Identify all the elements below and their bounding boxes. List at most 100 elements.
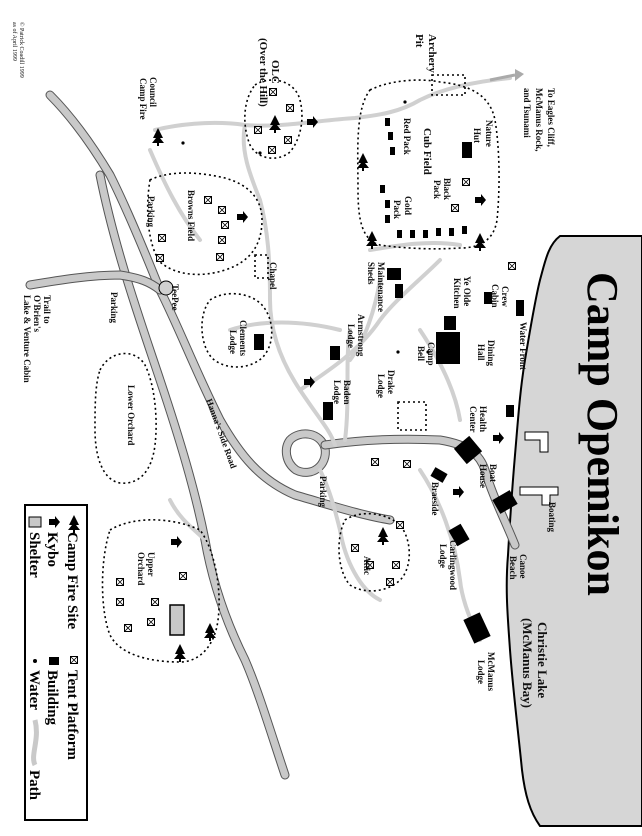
- tent-platform-icon: [151, 598, 159, 606]
- legend-path-icon: [31, 719, 39, 767]
- label-cabin: Cabin: [490, 284, 500, 308]
- kybo-icon: [307, 116, 318, 128]
- label-browns-field: Browns Field: [186, 190, 196, 241]
- water-front-building: [516, 300, 524, 316]
- hannas-side-road: [96, 171, 289, 779]
- tent-platform-icon: [392, 561, 400, 569]
- cabin: [388, 132, 393, 140]
- tent-platform-icon: [116, 578, 124, 586]
- tent-platform-icon: [156, 254, 164, 262]
- boat-house: [492, 490, 518, 514]
- tent-platform-icon: [218, 206, 226, 214]
- teepee: [158, 280, 174, 296]
- olc-area: [244, 79, 303, 159]
- kybo-icon: [171, 536, 182, 548]
- mcmanus-lodge: [463, 612, 491, 644]
- campfire-icon: [174, 644, 186, 662]
- ye-olde-kitchen: [444, 316, 456, 330]
- label-council: Council: [148, 77, 158, 108]
- tent-platform-icon: [462, 178, 470, 186]
- label-kitchen: Kitchen: [452, 278, 462, 309]
- label-gold-pack: Pack: [392, 200, 402, 219]
- tent-platform-icon: [286, 104, 294, 112]
- label-and-tsunami: and Tsunami: [522, 88, 532, 138]
- copyright-line-1: © Patrick Coadill 1999: [18, 22, 25, 78]
- water-icon: [258, 151, 262, 155]
- main-road: [46, 91, 394, 524]
- label-mcmanus-lodge: Lodge: [476, 660, 486, 684]
- cabin: [423, 230, 428, 238]
- label-boat: Boat: [488, 464, 498, 482]
- label-over-hill: (Over the Hill): [257, 38, 269, 107]
- water-icon: [181, 141, 185, 145]
- label-red-pack: Red Pack: [402, 118, 412, 155]
- kybo-icon: [453, 486, 464, 498]
- kybo-icon: [475, 194, 486, 206]
- label-hannas-side-road: Hanna's Side Road: [204, 397, 239, 470]
- label-parking-west: Parking: [109, 292, 119, 324]
- label-parking-south: Parking: [318, 476, 328, 508]
- dining-hall: [436, 332, 460, 364]
- label-drake: Drake: [386, 370, 396, 394]
- dotted-square: [397, 401, 427, 431]
- cabin: [385, 215, 390, 223]
- maintenance-sheds: [387, 268, 401, 280]
- label-upper: Upper: [146, 552, 156, 577]
- tent-platform-icon: [403, 460, 411, 468]
- label-black: Black: [442, 178, 452, 200]
- label-canoe: Canoe: [518, 554, 528, 579]
- water-points: [181, 100, 430, 354]
- label-drake-lodge: Lodge: [376, 374, 386, 398]
- dock-north: [524, 431, 549, 453]
- baden-lodge: [323, 402, 333, 420]
- label-dining: Dining: [486, 340, 496, 367]
- legend-water-icon: [33, 659, 37, 663]
- legend-label-water: Water: [26, 670, 42, 710]
- cabin: [462, 226, 467, 234]
- label-obriens: O'Brien's: [32, 295, 42, 332]
- legend-label-building: Building: [44, 670, 60, 726]
- label-teepee: TeePee: [170, 284, 180, 311]
- label-carlingwood: Carlingwood: [448, 540, 458, 590]
- cabin: [390, 147, 395, 155]
- campfire-icon: [366, 231, 378, 249]
- label-gold: Gold: [403, 196, 413, 215]
- label-nature: Nature: [484, 120, 494, 147]
- cabin: [436, 228, 441, 236]
- map-title: Camp Opemikon: [578, 272, 627, 596]
- campfire-icon: [377, 527, 389, 545]
- tent-platform-icon: [284, 136, 292, 144]
- label-ye-olde: Ye Olde: [462, 276, 472, 306]
- christie-lake: [505, 235, 642, 827]
- label-to-eagles: To Eagles Cliff,: [546, 88, 556, 147]
- campfire-icon: [269, 115, 281, 133]
- label-lake-venture: Lake & Venture Cabin: [22, 295, 32, 383]
- label-center: Center: [468, 406, 478, 433]
- path-network: [148, 76, 512, 642]
- kybo-icon: [493, 432, 504, 444]
- attic-area: [338, 512, 411, 592]
- label-armstrong: Armstrong: [356, 314, 366, 357]
- label-chapel: Chapel: [268, 262, 278, 290]
- tent-platform-icon: [451, 204, 459, 212]
- label-clements-lodge: Lodge: [228, 330, 238, 354]
- arrow-head: [515, 69, 524, 81]
- label-maintenance: Maintenance: [376, 262, 386, 312]
- label-clements: Clements: [238, 320, 248, 356]
- road-to-waterfront-edge: [320, 434, 520, 550]
- road-to-waterfront: [321, 435, 519, 549]
- water-icon: [426, 350, 430, 354]
- tent-platform-icon: [269, 88, 277, 96]
- label-camp-bell: Camp: [426, 342, 436, 366]
- label-crew: Crew: [500, 286, 510, 307]
- trail-obriens: [26, 271, 164, 294]
- tent-platform-icon: [371, 458, 379, 466]
- label-health: Health: [478, 406, 488, 432]
- shed: [395, 284, 403, 298]
- tent-platform-icon: [116, 598, 124, 606]
- tent-platform-icon: [204, 196, 212, 204]
- label-black-pack: Pack: [432, 180, 442, 199]
- parking-loop: [282, 430, 329, 476]
- tent-platform-icon: [221, 221, 229, 229]
- label-lower-orchard: Lower Orchard: [126, 385, 136, 445]
